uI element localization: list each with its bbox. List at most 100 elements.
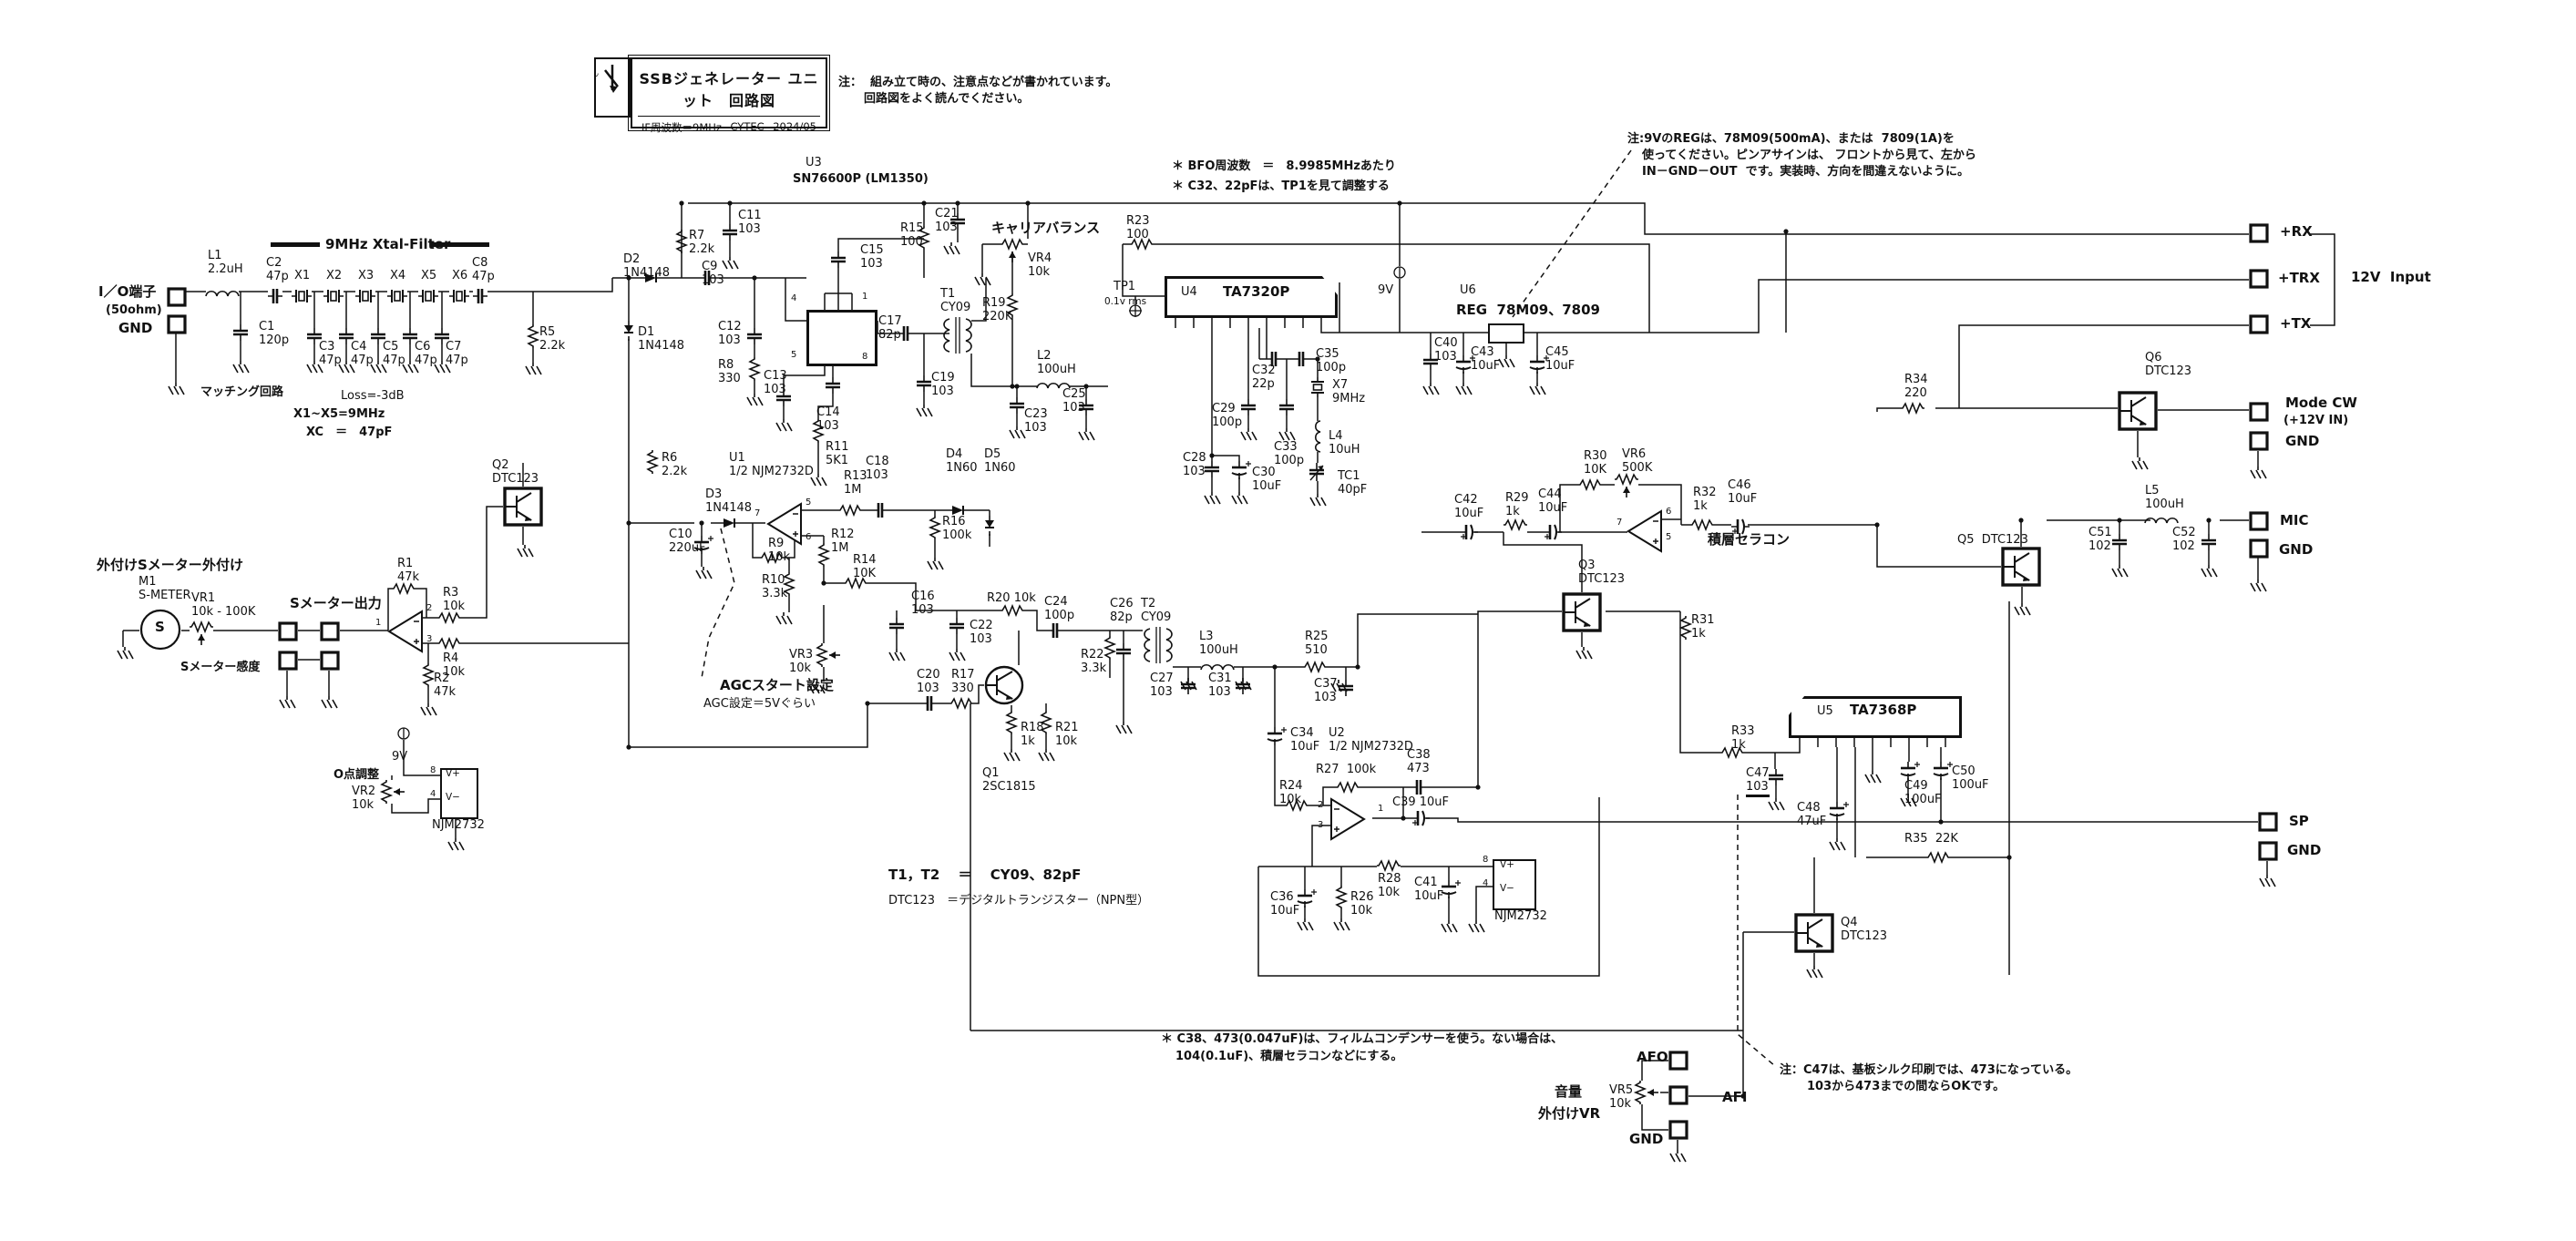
label-4: 4 (430, 789, 436, 799)
D1-symbol (623, 320, 634, 342)
R18-symbol (1006, 710, 1017, 735)
R34-symbol (1900, 403, 1925, 414)
label-X2: X2 (326, 269, 343, 282)
C36-symbol (1296, 887, 1319, 909)
rx-label: +RX (2280, 223, 2313, 240)
C29-symbol (1239, 397, 1257, 417)
label-X4: X4 (390, 269, 406, 282)
D4-symbol (947, 505, 969, 516)
9v-label-1: 9V (1378, 283, 1394, 297)
cytec-logo: CYTEC (582, 57, 631, 118)
T1-symbol (943, 316, 972, 354)
note-bfo: ＊ BFO周波数 ＝ 8.9985MHzあたり (1172, 159, 1396, 173)
wires (122, 149, 2335, 1150)
ground-symbol (517, 544, 534, 558)
junction-dots (626, 200, 2212, 1099)
meter-glyph: S (155, 619, 165, 635)
njm-a-vminus: V− (446, 792, 460, 803)
ground-symbol (279, 695, 296, 709)
ground-symbol (1441, 919, 1458, 933)
R12-symbol (818, 542, 829, 568)
ground-symbol (775, 611, 793, 625)
C30-symbol (1230, 459, 1253, 481)
loss-label: Loss=-3dB (341, 389, 405, 403)
ground-symbol (1864, 770, 1882, 784)
R6-symbol (647, 449, 658, 475)
ext-vr-label: 外付けVR (1538, 1105, 1601, 1122)
tx-terminal (2249, 314, 2269, 334)
zero-adj-label: O点調整 (334, 768, 380, 782)
note-c47-2: 103から473までの間ならOKです。 (1807, 1080, 2006, 1093)
VR3-symbol (816, 642, 841, 668)
wire-mixer-audio (970, 484, 2268, 1150)
R22-symbol (1104, 635, 1115, 661)
X3-symbol (354, 289, 376, 303)
L4-symbol (1314, 420, 1321, 453)
ground-symbol (1115, 721, 1133, 734)
C20-symbol (920, 694, 939, 713)
C50-symbol (1932, 760, 1955, 782)
label-3: 3 (426, 634, 433, 644)
junction-dot (2206, 518, 2212, 523)
X2-symbol (323, 289, 344, 303)
ceramic-label: 積層セラコン (1708, 531, 1791, 548)
label-R27 100k: R27 100k (1316, 763, 1377, 776)
VR2-symbol (381, 779, 405, 805)
njm-b-vminus: V− (1500, 883, 1514, 894)
cytec-logo-text: CYTEC (596, 70, 600, 95)
af-gnd-terminal (1668, 1120, 1688, 1140)
ground-symbol (232, 360, 250, 374)
VR5-symbol (1635, 1080, 1659, 1105)
sp-label: SP (2289, 813, 2309, 829)
ground-symbol (1309, 493, 1327, 507)
mic-gnd-label: GND (2279, 541, 2314, 558)
Q3-symbol (1562, 592, 1602, 632)
junction-dot (1272, 664, 1278, 670)
R31-symbol (1680, 615, 1691, 641)
note-reg-3: IN－GND－OUT です。実装時、方向を間違えないように。 (1642, 165, 1970, 179)
note-read-schematic-1: 注： 組み立て時の、注意点などが書かれています。 (838, 76, 1118, 89)
C19-symbol (915, 374, 933, 394)
label-2: 2 (426, 603, 433, 613)
io-label: I／O端子 (98, 283, 157, 300)
wire-dashed-leaders (701, 149, 1776, 1067)
modecw-gnd-terminal (2249, 431, 2269, 451)
junction-dot (2018, 518, 2024, 523)
ground-symbol (949, 648, 966, 662)
trx-terminal (2249, 269, 2269, 289)
rx-terminal (2249, 223, 2269, 243)
ground-symbol (775, 418, 793, 432)
note-c32: ＊ C32、22pFは、TP1を見て調整する (1172, 179, 1390, 193)
C47-symbol (1767, 767, 1785, 787)
Q2-symbol (503, 487, 543, 527)
io-terminal (167, 287, 187, 307)
R1-symbol (391, 583, 416, 594)
label-5: 5 (1666, 532, 1672, 542)
ground-symbol (1806, 965, 1823, 979)
